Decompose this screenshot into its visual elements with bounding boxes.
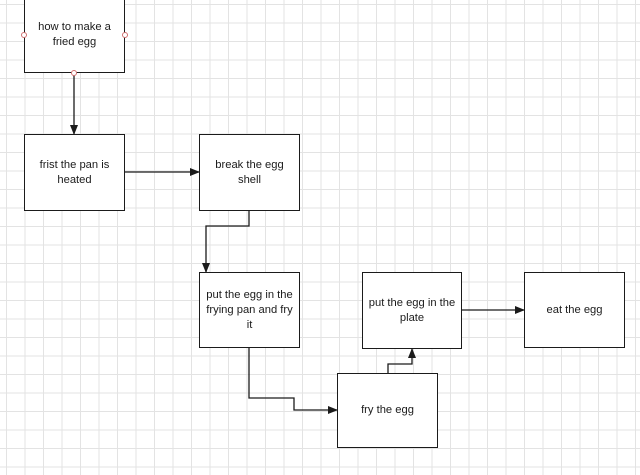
selection-handle-left[interactable] (21, 32, 27, 38)
node-fry-label: fry the egg (361, 404, 414, 416)
node-put-plate-label: put the egg in the plate (368, 296, 456, 324)
node-fry[interactable]: fry the egg (337, 373, 438, 448)
connector-put-pan-to-fry[interactable] (248, 348, 338, 414)
node-heat-label: frist the pan is heated (39, 158, 110, 186)
node-heat[interactable]: frist the pan is heated (24, 134, 125, 211)
node-eat[interactable]: eat the egg (524, 272, 625, 348)
selection-handle-right[interactable] (122, 32, 128, 38)
node-put-pan-label: put the egg in the frying pan and fry it (206, 288, 293, 331)
node-break-label: break the egg shell (215, 158, 284, 186)
node-start[interactable]: how to make a fried egg (24, 0, 125, 73)
node-put-pan[interactable]: put the egg in the frying pan and fry it (199, 272, 300, 348)
selection-handle-bottom[interactable] (71, 70, 77, 76)
node-break[interactable]: break the egg shell (199, 134, 300, 211)
connector-break-to-put-pan[interactable] (202, 211, 250, 273)
node-start-label: how to make a fried egg (38, 20, 111, 48)
node-put-plate[interactable]: put the egg in the plate (362, 272, 462, 349)
connector-fry-to-put-plate[interactable] (387, 348, 416, 373)
node-eat-label: eat the egg (546, 303, 603, 316)
